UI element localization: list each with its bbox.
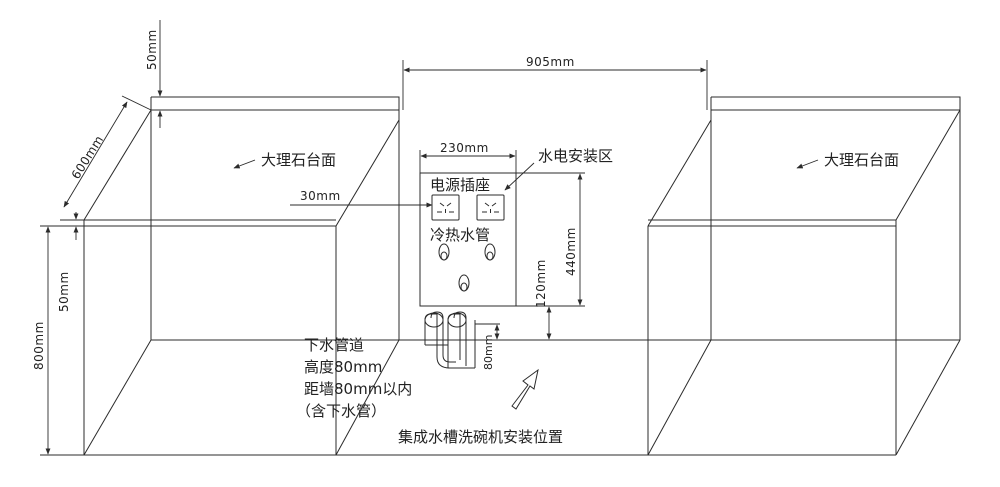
counter-thickness-dimension: 50mm xyxy=(57,271,71,312)
installation-direction-arrow-icon xyxy=(511,368,539,410)
drain-note-line4: （含下水管） xyxy=(296,402,386,420)
cold-water-valve-icon xyxy=(438,243,450,261)
dishwasher-position-label: 集成水槽洗碗机安装位置 xyxy=(398,428,563,446)
backsplash-dimension: 50mm xyxy=(145,29,159,70)
socket-icon-right xyxy=(476,194,505,221)
zone-width-dimension: 230mm xyxy=(440,141,489,155)
inlet-valve-icon xyxy=(458,274,470,292)
zone-bottom-dimension: 120mm xyxy=(534,259,548,308)
counter-depth-dimension: 600mm xyxy=(69,133,107,182)
drain-pipe-icon xyxy=(424,311,476,369)
utility-zone-box xyxy=(419,172,517,307)
water-pipes-label: 冷热水管 xyxy=(430,226,490,244)
counter-height-dimension: 800mm xyxy=(32,321,46,370)
drain-note-line1: 下水管道 xyxy=(304,336,364,354)
countertop-label-left: 大理石台面 xyxy=(261,151,336,169)
hot-water-valve-icon xyxy=(484,243,496,261)
right-cabinet xyxy=(647,96,961,456)
utility-zone-label: 水电安装区 xyxy=(538,147,613,165)
drain-note-line2: 高度80mm xyxy=(304,358,382,376)
drain-height-dimension: 80mm xyxy=(482,335,495,370)
drain-note-line3: 距墙80mm以内 xyxy=(304,380,412,398)
countertop-label-right: 大理石台面 xyxy=(824,151,899,169)
power-socket-label: 电源插座 xyxy=(430,176,490,194)
zone-height-dimension: 440mm xyxy=(564,227,578,276)
socket-offset-dimension: 30mm xyxy=(300,189,341,203)
socket-icon-left xyxy=(431,194,460,221)
gap-width-dimension: 905mm xyxy=(526,55,575,69)
